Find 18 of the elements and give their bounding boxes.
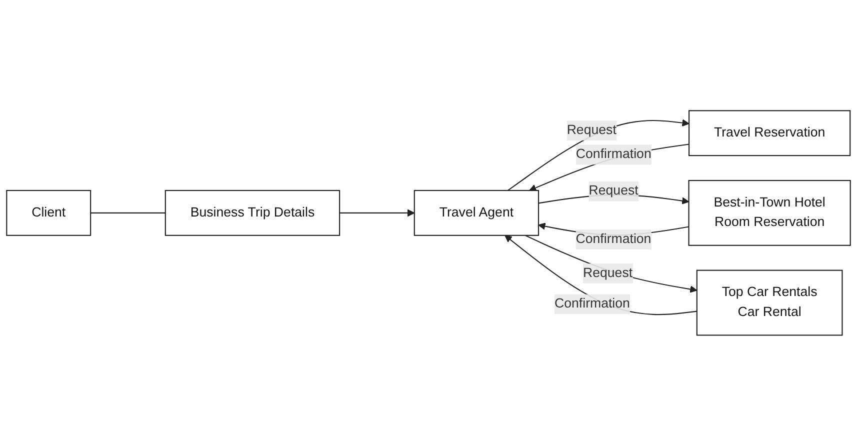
edge-label: Confirmation xyxy=(576,146,652,161)
arrow xyxy=(504,234,697,315)
edge-label: Request xyxy=(588,183,638,198)
arrow xyxy=(529,143,690,191)
node-box: Top Car Rentals Car Rental xyxy=(696,269,843,336)
node-box: Client xyxy=(6,190,92,236)
edge-label: Confirmation xyxy=(554,296,630,310)
node-box: Travel Agent xyxy=(414,190,540,236)
edge-label: Confirmation xyxy=(576,232,652,246)
arrow xyxy=(508,118,690,190)
node-box: Best-in-Town Hotel Room Reservation xyxy=(688,180,851,246)
node-box: Travel Reservation xyxy=(688,110,851,156)
arrow xyxy=(524,234,698,292)
node-box: Business Trip Details xyxy=(164,190,340,236)
edge-label: Request xyxy=(582,266,633,280)
connector xyxy=(90,212,166,214)
arrow xyxy=(340,208,415,216)
edge-label: Request xyxy=(566,122,616,137)
